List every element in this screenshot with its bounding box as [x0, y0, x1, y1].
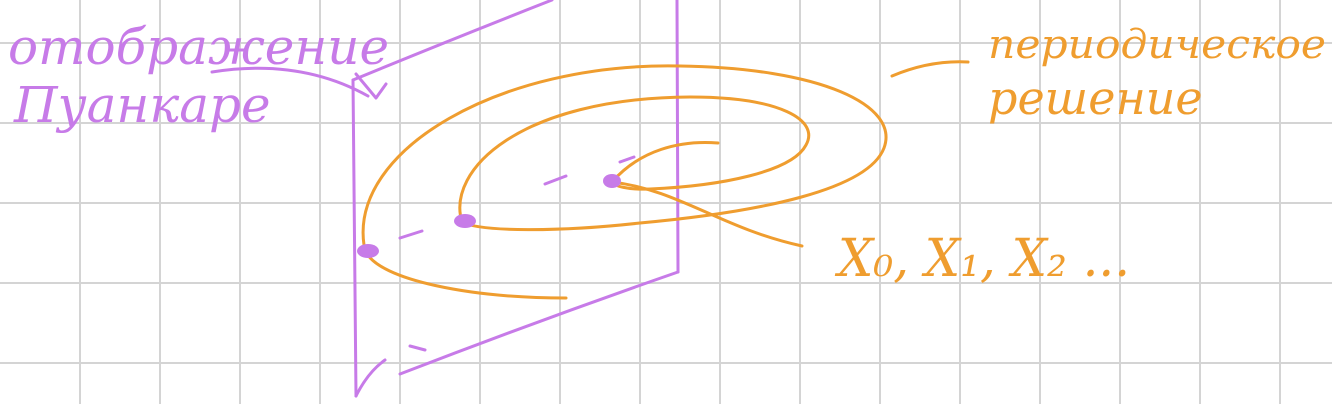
intersection-point-x0 — [357, 244, 379, 258]
poincare-section-plane — [351, 0, 680, 398]
iterates-label: X₀, X₁, X₂ ... — [834, 229, 1130, 289]
orbit-spiral — [361, 64, 888, 300]
periodic-label-line2: решение — [988, 71, 1203, 125]
intersection-point-x1 — [454, 214, 476, 228]
periodic-label-line1: периодическое — [988, 22, 1326, 68]
periodic-pointer-line — [890, 60, 970, 78]
poincare-label-line2: Пуанкаре — [13, 76, 271, 134]
poincare-label-line1: отображение — [8, 18, 389, 76]
intersection-point-x2 — [603, 174, 621, 188]
poincare-pointer-arrow — [210, 66, 388, 100]
iterate-dashes — [398, 155, 636, 240]
